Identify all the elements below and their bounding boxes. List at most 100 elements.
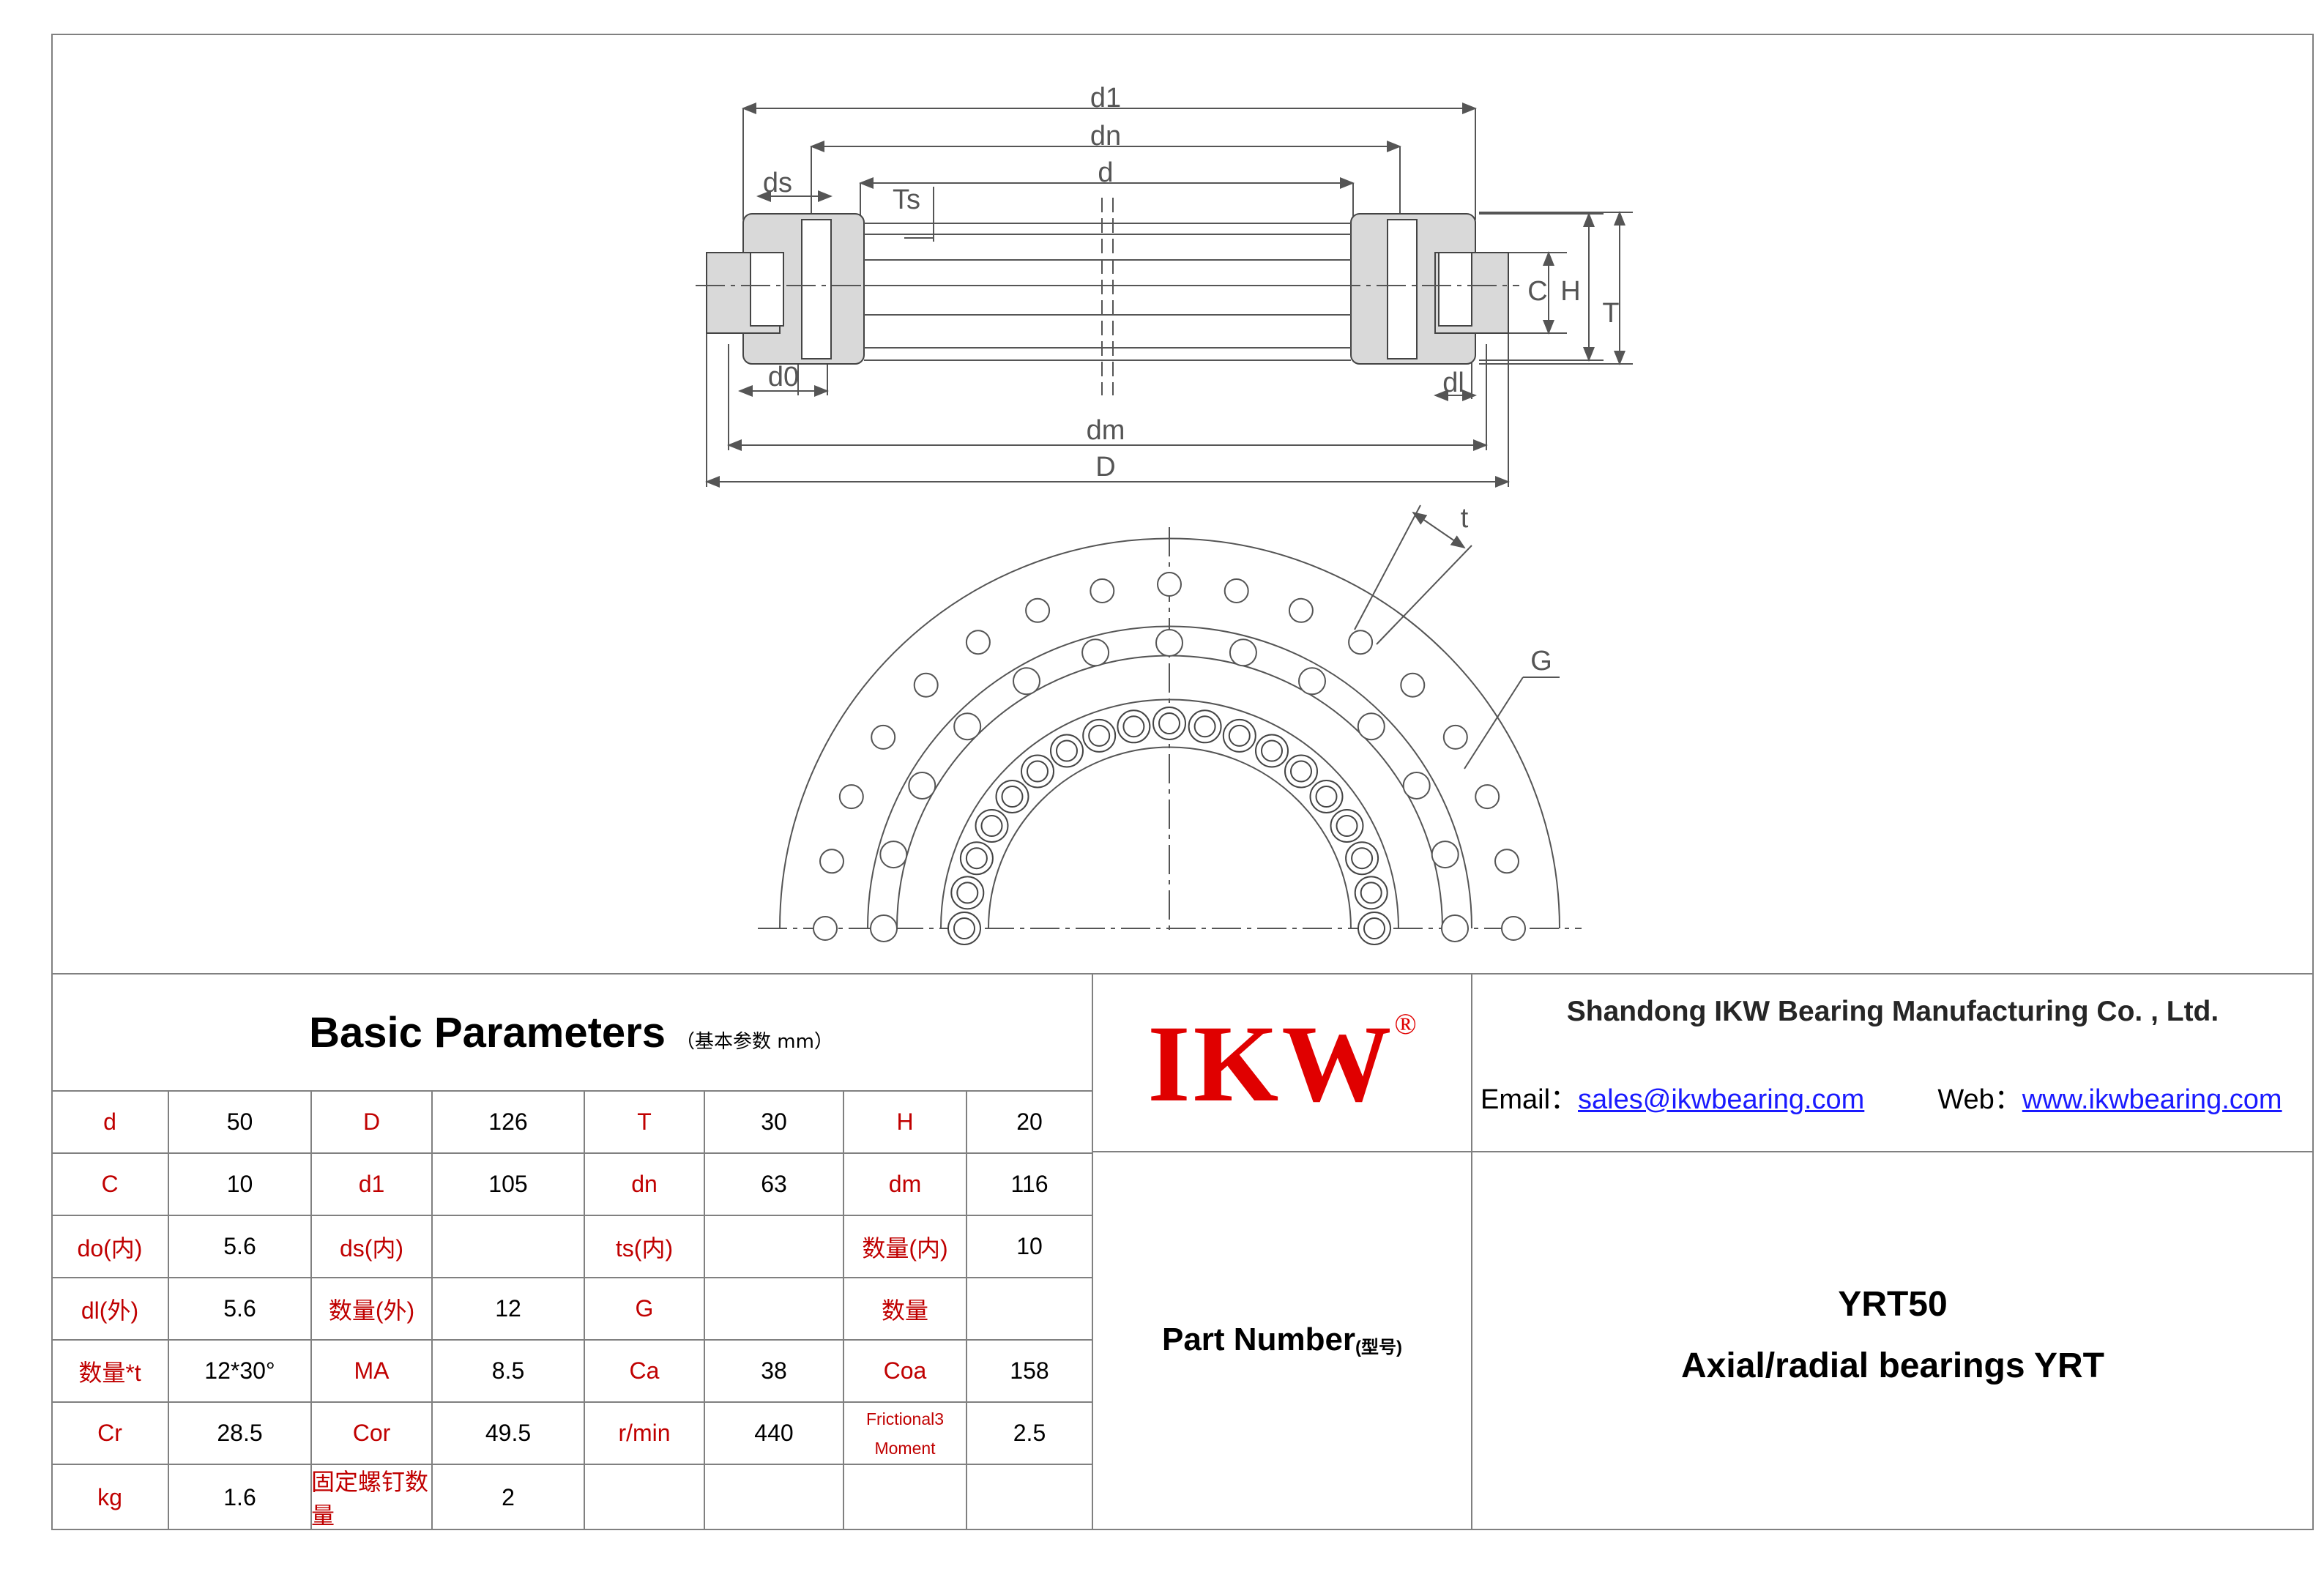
bolt-hole <box>1090 578 1115 603</box>
roller-inner <box>1122 715 1145 738</box>
param-value: 5.6 <box>223 1295 256 1322</box>
roller-inner <box>1027 760 1049 783</box>
param-value: 126 <box>488 1108 528 1135</box>
bolt-hole <box>953 712 982 741</box>
dim-d1: d1 <box>1090 83 1121 113</box>
dim-dn: dn <box>1090 121 1121 152</box>
ikw-logo: IKW ® <box>1092 977 1472 1149</box>
bolt-hole <box>913 672 939 698</box>
roller-inner <box>1261 739 1283 762</box>
bolt-hole <box>1224 578 1249 603</box>
bolt-hole <box>1081 638 1110 667</box>
dim-ds: ds <box>763 168 792 198</box>
sheet-frame <box>51 34 2314 1530</box>
bolt-hole <box>1298 667 1326 696</box>
bolt-hole <box>813 916 838 941</box>
param-label <box>584 1464 704 1530</box>
bolt-hole <box>838 784 864 810</box>
param-label: Ca <box>629 1357 660 1384</box>
param-label: kg <box>97 1483 122 1510</box>
param-label: MA <box>354 1357 390 1384</box>
param-label: 数量*t <box>78 1359 141 1386</box>
param-value: 2.5 <box>1013 1420 1046 1446</box>
param-label: 数量 <box>881 1297 928 1324</box>
logo-registered: ® <box>1394 1007 1417 1040</box>
param-value: 5.6 <box>223 1233 256 1259</box>
param-label: dn <box>631 1171 658 1197</box>
param-value: 10 <box>1016 1233 1043 1259</box>
bolt-hole <box>1494 849 1519 874</box>
bolt-hole <box>1400 672 1426 698</box>
part-description: Axial/radial bearings YRT <box>1681 1346 2104 1385</box>
roller-inner <box>1363 917 1385 939</box>
param-value: 20 <box>1016 1108 1043 1135</box>
param-value <box>704 1278 843 1340</box>
bolt-hole <box>1475 784 1500 810</box>
bolt-hole <box>1441 914 1469 942</box>
dim-G: G <box>1530 646 1552 677</box>
bolt-hole <box>1288 597 1314 623</box>
param-label: T <box>637 1108 652 1135</box>
part-number: YRT50 <box>1838 1285 1948 1324</box>
bolt-hole <box>1357 712 1385 741</box>
roller-inner <box>956 882 979 904</box>
param-value: 158 <box>1010 1357 1049 1384</box>
roller-inner <box>1351 847 1374 870</box>
param-label: r/min <box>618 1420 671 1446</box>
parameters-title: Basic Parameters （基本参数 mm） <box>51 974 1091 1091</box>
part-number-cn: (型号) <box>1355 1337 1403 1357</box>
dim-D: D <box>1095 452 1115 482</box>
param-value <box>704 1464 843 1530</box>
roller-inner <box>1336 815 1358 837</box>
bolt-hole <box>1402 772 1431 800</box>
bolt-hole <box>1025 597 1051 623</box>
param-label: d <box>103 1108 116 1135</box>
roller-inner <box>1290 760 1312 783</box>
param-value <box>967 1464 1092 1530</box>
bolt-hole <box>1431 841 1459 869</box>
bolt-hole <box>908 772 936 800</box>
bolt-hole <box>1442 724 1468 750</box>
param-label: G <box>635 1295 654 1322</box>
parameters-heading: Basic Parameters <box>309 1008 666 1057</box>
param-label: Frictional3 Moment <box>865 1409 945 1458</box>
part-number-label: Part Number(型号) <box>1092 1149 1472 1530</box>
dim-ts: Ts <box>893 185 920 215</box>
roller-inner <box>1001 786 1024 808</box>
param-label <box>843 1464 967 1530</box>
roller-inner <box>1056 739 1078 762</box>
web-link[interactable]: www.ikwbearing.com <box>2022 1084 2282 1115</box>
logo-text: IKW <box>1147 1002 1395 1125</box>
param-label: H <box>896 1108 914 1135</box>
bolt-hole <box>1155 629 1183 657</box>
dim-T: T <box>1602 298 1619 329</box>
dim-dm: dm <box>1087 415 1125 446</box>
param-value: 116 <box>1010 1171 1049 1197</box>
roller-inner <box>1088 724 1111 747</box>
roller-inner <box>1228 724 1251 747</box>
dim-H: H <box>1560 276 1580 307</box>
param-label: Cor <box>352 1420 391 1446</box>
email-link[interactable]: sales@ikwbearing.com <box>1578 1084 1865 1115</box>
dim-C: C <box>1527 276 1547 307</box>
roller-inner <box>1193 715 1216 738</box>
parameters-unit: （基本参数 mm） <box>675 1030 833 1053</box>
company-name: Shandong IKW Bearing Manufacturing Co. ,… <box>1566 996 2219 1027</box>
bolt-hole <box>1501 916 1526 941</box>
param-label: Coa <box>883 1357 927 1384</box>
part-number-value: YRT50 Axial/radial bearings YRT <box>1472 1274 2314 1397</box>
bolt-hole <box>870 914 898 942</box>
param-label: do(内) <box>77 1234 143 1262</box>
bolt-hole <box>819 849 844 874</box>
bolt-hole <box>1157 572 1182 597</box>
bolt-hole <box>1348 630 1374 655</box>
param-label: C <box>101 1171 119 1197</box>
param-label: dl(外) <box>81 1297 139 1324</box>
param-label: D <box>362 1108 381 1135</box>
param-label: ts(内) <box>615 1234 674 1262</box>
bolt-hole <box>879 841 908 869</box>
param-value <box>432 1215 584 1278</box>
bolt-hole <box>871 724 896 750</box>
